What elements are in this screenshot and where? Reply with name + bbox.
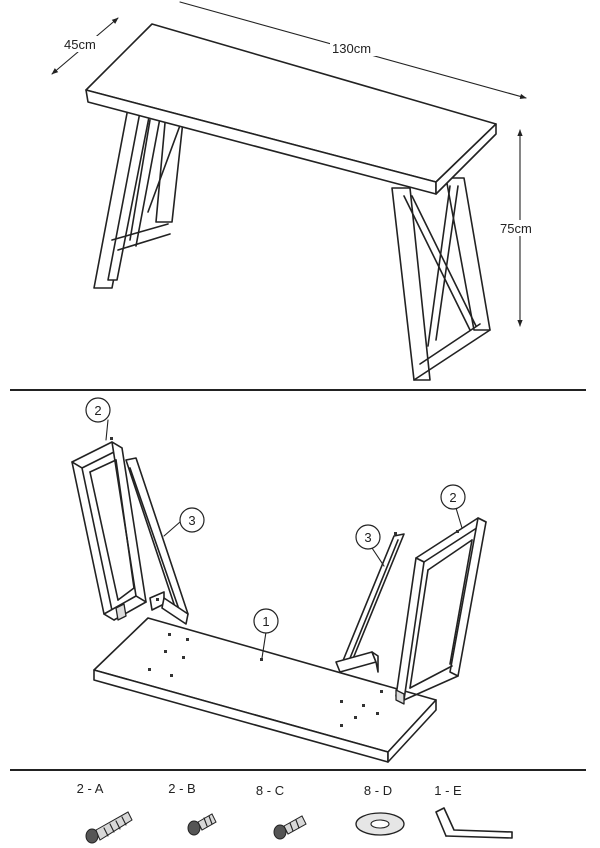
part-1-table-top [93,617,437,763]
callout-part-2-left: 2 [85,397,111,441]
washer-icon [355,812,405,836]
table-top [85,23,497,195]
hardware-c-label: 8 - C [256,783,284,798]
dimension-width-label: 130cm [332,41,371,56]
callout-part-1-number: 1 [262,614,269,629]
callout-part-3-right-number: 3 [364,530,371,545]
dimension-height: 75cm [500,129,542,327]
dimension-width: 130cm [179,1,527,99]
assembled-table: 45cm 130cm 75cm [51,1,542,381]
hardware-d-label: 8 - D [364,783,392,798]
callout-part-2-right-number: 2 [449,490,456,505]
long-bolt-icon [85,811,133,844]
callout-part-2-right: 2 [440,484,466,529]
dimension-depth-label: 45cm [64,37,96,52]
hardware-e: 1 - E [434,783,513,839]
part-2-leg-frame-right [395,517,487,705]
hex-key-icon [435,807,513,839]
board-holes [148,633,383,727]
part-3-brace-left [125,457,189,625]
dimension-depth: 45cm [51,17,119,75]
medium-bolt-icon [273,815,307,840]
hardware-a-label: 2 - A [77,781,104,796]
hardware-a: 2 - A [77,781,133,844]
hardware-d: 8 - D [355,783,405,836]
hardware-b-label: 2 - B [168,781,195,796]
exploded-view: 2 3 1 3 2 [71,397,487,763]
dimension-height-label: 75cm [500,221,532,236]
callout-part-3-left: 3 [163,507,205,537]
hardware-c: 8 - C [256,783,307,840]
hardware-b: 2 - B [168,781,217,836]
part-2-leg-frame-left [71,437,147,621]
callout-part-3-right: 3 [355,524,385,567]
part-3-brace-right [335,532,405,673]
short-bolt-icon [187,813,217,836]
table-leg-left [93,107,185,289]
callout-part-3-left-number: 3 [188,513,195,528]
hardware-list: 2 - A 2 - B 8 - C [77,781,513,844]
callout-part-1: 1 [253,608,279,659]
callout-part-2-left-number: 2 [94,403,101,418]
hardware-e-label: 1 - E [434,783,462,798]
table-leg-right [391,177,491,381]
